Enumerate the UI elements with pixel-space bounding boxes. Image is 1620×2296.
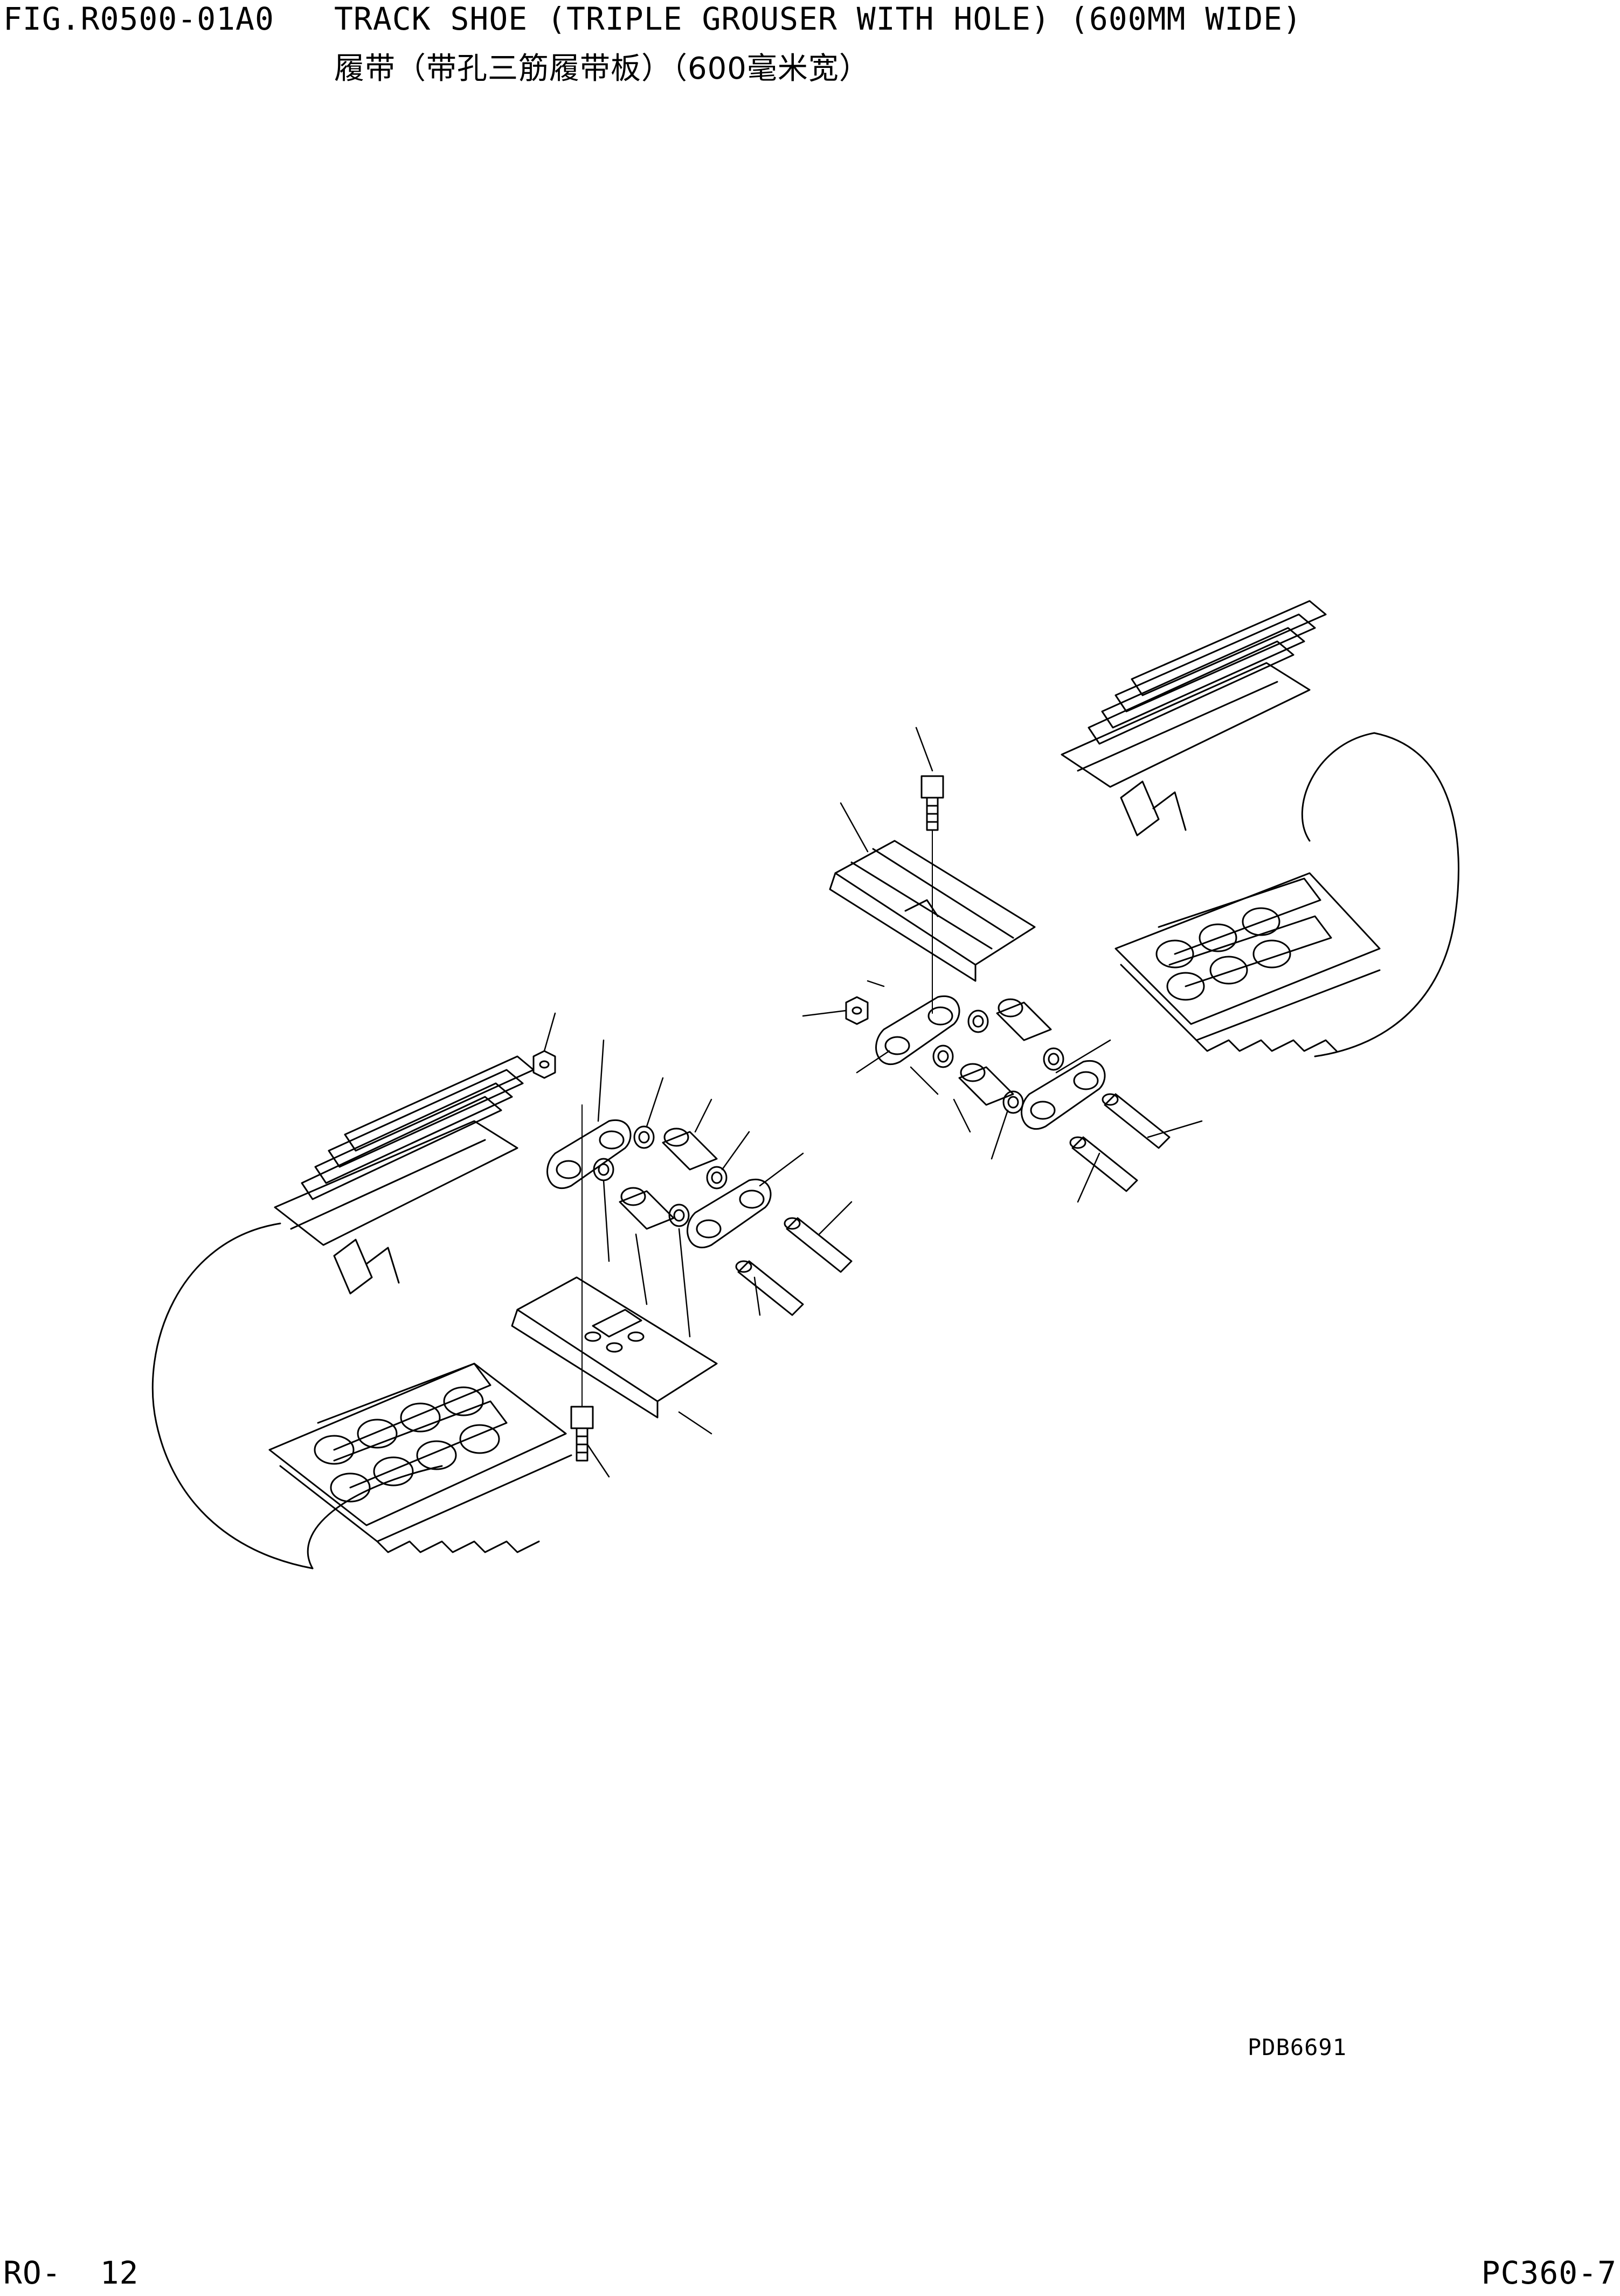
drawing-code: PDB6691: [1248, 2034, 1347, 2060]
seals: [594, 1011, 1063, 1226]
pins: [736, 1094, 1169, 1315]
right-track-loop-inner: [1302, 733, 1374, 841]
right-upper-shoes: [1062, 601, 1326, 835]
link-left-1: [548, 1120, 631, 1188]
page-title-chinese: 履带（带孔三筋履带板）（600毫米宽）: [334, 51, 870, 86]
figure-code: FIG.R0500-01A0: [3, 1, 274, 37]
right-track-assembly: [1062, 601, 1458, 1056]
leader-lines: [544, 728, 1202, 1477]
link-left-2: [688, 1179, 771, 1247]
bolt-lower: [571, 1407, 593, 1461]
left-upper-shoes: [275, 1056, 534, 1294]
nut-center: [846, 997, 868, 1024]
exploded-parts: [512, 728, 1202, 1477]
bushings: [620, 999, 1051, 1229]
shoe-plate-lower: [512, 1277, 717, 1417]
link-center-2: [1022, 1061, 1105, 1129]
right-lower-chain: [1116, 873, 1380, 1051]
nut-left: [534, 1051, 555, 1078]
link-center-1: [876, 996, 959, 1064]
page-number: RO- 12: [3, 2254, 139, 2291]
page-title-english: TRACK SHOE (TRIPLE GROUSER WITH HOLE) (6…: [334, 1, 1302, 37]
bolt-upper: [922, 776, 943, 830]
left-lower-chain: [269, 1364, 571, 1552]
left-track-loop-outline: [153, 1223, 313, 1568]
left-track-assembly: [153, 1056, 571, 1568]
right-track-loop-outline: [1315, 733, 1458, 1056]
left-track-loop-inner: [308, 1466, 442, 1568]
shoe-plate-upper: [830, 841, 1035, 981]
model-number: PC360-7: [1481, 2254, 1617, 2291]
